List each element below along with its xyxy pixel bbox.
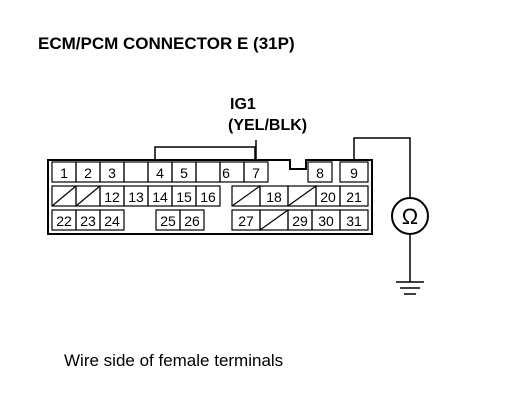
terminal-20-label: 20 bbox=[320, 189, 336, 205]
wire-color-label: (YEL/BLK) bbox=[228, 117, 307, 134]
terminal-3-spacer bbox=[123, 161, 149, 183]
terminal-30-label: 30 bbox=[318, 213, 334, 229]
terminal-24 bbox=[99, 209, 125, 231]
terminal-9 bbox=[339, 161, 369, 183]
ground-icon bbox=[396, 281, 424, 295]
connector-outline bbox=[47, 159, 373, 235]
meter-probe-wire bbox=[353, 137, 411, 198]
diagram-caption: Wire side of female terminals bbox=[64, 351, 283, 370]
terminal-5-label: 5 bbox=[180, 165, 188, 181]
terminal-25-label: 25 bbox=[160, 213, 176, 229]
terminal-7-label: 7 bbox=[252, 165, 260, 181]
terminal-31-label: 31 bbox=[346, 213, 362, 229]
wire-name-label: IG1 bbox=[230, 96, 256, 113]
terminal-12-label: 12 bbox=[104, 189, 120, 205]
terminal-29-label: 29 bbox=[292, 213, 308, 229]
terminal-28-blank-mark bbox=[259, 209, 289, 231]
terminal-7 bbox=[243, 161, 269, 183]
terminal-17-blank-mark bbox=[231, 185, 261, 207]
terminal-11-blank-mark bbox=[75, 185, 101, 207]
terminal-31 bbox=[339, 209, 369, 231]
terminal-15-label: 15 bbox=[176, 189, 192, 205]
terminal-6-left bbox=[195, 161, 221, 183]
terminal-18-label: 18 bbox=[266, 189, 282, 205]
terminal-26 bbox=[179, 209, 205, 231]
terminal-3-label: 3 bbox=[108, 165, 116, 181]
terminal-8 bbox=[307, 161, 333, 183]
terminal-27-label: 27 bbox=[238, 213, 254, 229]
terminal-13-label: 13 bbox=[128, 189, 144, 205]
terminal-21-label: 21 bbox=[346, 189, 362, 205]
terminal-23-label: 23 bbox=[80, 213, 96, 229]
terminal-22-label: 22 bbox=[56, 213, 72, 229]
terminal-2-label: 2 bbox=[84, 165, 92, 181]
terminal-14-label: 14 bbox=[152, 189, 168, 205]
terminal-26-label: 26 bbox=[184, 213, 200, 229]
terminal-9-label: 9 bbox=[350, 165, 358, 181]
ohmmeter-symbol: Ω bbox=[402, 204, 418, 229]
terminal-1-label: 1 bbox=[60, 165, 68, 181]
terminal-21 bbox=[339, 185, 369, 207]
terminal-24-label: 24 bbox=[104, 213, 120, 229]
terminal-16-label: 16 bbox=[200, 189, 216, 205]
terminal-4-label: 4 bbox=[156, 165, 164, 181]
terminal-grid: 1 2 3 4 5 6 7 8 9 12 13 14 15 16 bbox=[51, 161, 369, 231]
connector-key-tab bbox=[154, 146, 256, 160]
terminal-16 bbox=[195, 185, 221, 207]
terminal-10-blank-mark bbox=[51, 185, 77, 207]
diagram-title: ECM/PCM CONNECTOR E (31P) bbox=[38, 34, 295, 53]
terminal-19-blank-mark bbox=[287, 185, 317, 207]
terminal-6-label: 6 bbox=[222, 165, 230, 181]
terminal-8-label: 8 bbox=[316, 165, 324, 181]
